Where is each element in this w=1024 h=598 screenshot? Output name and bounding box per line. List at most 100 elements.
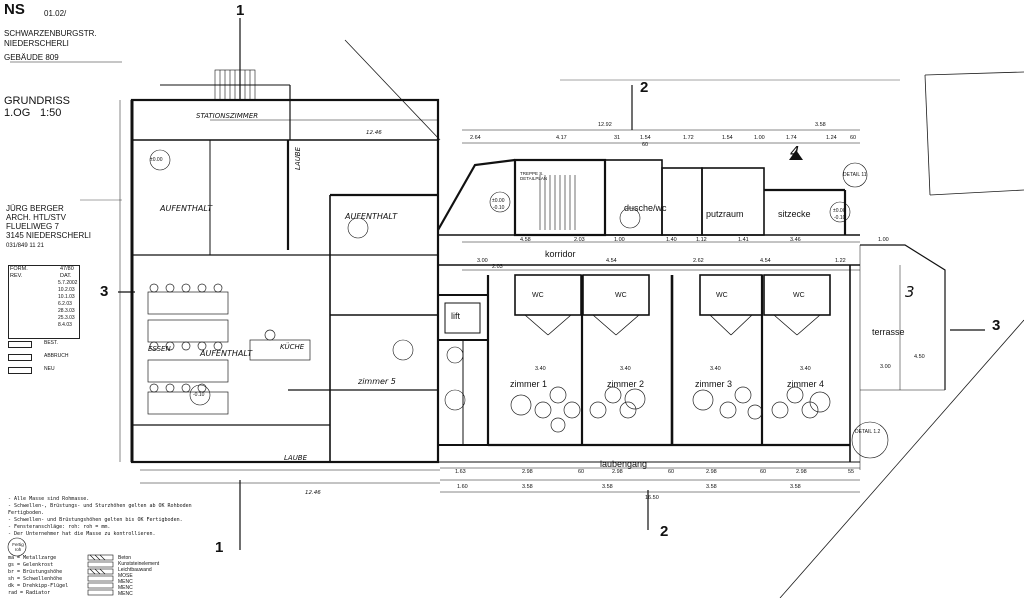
- legend-entry: br = Brüstungshöhe: [8, 569, 63, 575]
- rev-date: 5.7.2002: [58, 280, 78, 286]
- dimension: 4.54: [760, 258, 771, 264]
- legend-material: MENC: [118, 585, 133, 591]
- site-line: [779, 319, 1024, 598]
- project-code-number: 01.02/: [44, 9, 67, 18]
- legend-entry: dk = Drehkipp-Flügel: [8, 583, 69, 589]
- wc-label: WC: [793, 292, 805, 299]
- room-label-zimmer-4: zimmer 4: [787, 379, 825, 389]
- left-wing-walls: [130, 84, 440, 464]
- dimension: 3.40: [535, 366, 546, 372]
- section-marker-3: 3: [905, 283, 915, 301]
- legend-material: Leichtbauwand: [118, 567, 152, 573]
- note-line: Fertigboden.: [8, 510, 45, 516]
- dimension: 1.12: [696, 237, 707, 243]
- legend-entry: rad = Radiator: [8, 590, 51, 596]
- neighbor-building: [924, 74, 931, 196]
- dining-furniture: [147, 283, 311, 415]
- plan-title: GRUNDRISS: [4, 95, 71, 107]
- rev-date: 10.2.03: [58, 287, 75, 293]
- room-label-essen: ESSEN: [148, 345, 171, 353]
- room-label-zimmer-1: zimmer 1: [510, 379, 548, 389]
- room-label-terrasse: terrasse: [872, 327, 905, 337]
- legend-entry: gs = Gelenkrost: [8, 562, 54, 568]
- dimension: 60: [760, 469, 767, 475]
- room-label-lift: lift: [451, 311, 460, 321]
- section-marker-1: 1: [236, 2, 245, 19]
- neighbor-building: [929, 189, 1024, 196]
- dimension: 1.00: [878, 237, 889, 243]
- dimension: 1.00: [754, 135, 765, 141]
- dimension: 1.22: [835, 258, 846, 264]
- project-code: NS: [4, 1, 25, 18]
- right-stair: [539, 175, 576, 230]
- elevation-label: ±0.00: [150, 157, 163, 163]
- dimension: 3.58: [790, 484, 801, 490]
- dimension: 1.40: [666, 237, 677, 243]
- core-walls: [437, 294, 489, 446]
- abbruch-label: ABBRUCH: [44, 353, 69, 359]
- rev-date: 10.1.03: [58, 294, 75, 300]
- section-marker-3: 3: [100, 283, 109, 300]
- detail-label: DETAIL 1.2: [855, 429, 881, 435]
- room-label-laube: LAUBE: [284, 454, 308, 462]
- room-label-laubengang: laubengang: [600, 459, 648, 469]
- elevation-label: ±0.00: [833, 208, 846, 214]
- stair-detail-label: TREPPE S. DETAILPLAN: [520, 171, 548, 181]
- dimension-total: 12.46: [305, 490, 321, 496]
- dimension: 3.58: [602, 484, 613, 490]
- legend-material: Beton: [118, 555, 132, 561]
- architect-street: FLUELIWEG 7: [6, 222, 59, 231]
- dimension: 2.98: [706, 469, 717, 475]
- rev-label: REV.: [10, 273, 23, 279]
- bestell-label: BEST.: [44, 340, 58, 346]
- north-arrow-icon: [789, 150, 803, 160]
- legend-entry: sh = Schwellenhöhe: [8, 576, 63, 582]
- rev-date: 8.4.03: [58, 322, 72, 328]
- dimension: 60: [668, 469, 675, 475]
- dimension: 1.63: [455, 469, 466, 475]
- plan-floor: 1.OG: [4, 107, 31, 119]
- room-label-zimmer-5: zimmer 5: [358, 377, 396, 386]
- section-marker-3: 3: [992, 317, 1001, 334]
- site-line: [344, 39, 441, 141]
- wc-pods: [514, 274, 831, 336]
- dimension: 4.54: [606, 258, 617, 264]
- room-label-aufenthalt: AUFENTHALT: [160, 204, 213, 213]
- dimension: 1.54: [722, 135, 733, 141]
- note-line: - Alle Masse sind Rohmasse.: [8, 496, 90, 502]
- dimension: 1.74: [786, 135, 797, 141]
- section-marker-4: 4: [790, 143, 800, 161]
- abbruch-box: [8, 354, 32, 361]
- room-label-aufenthalt: AUFENTHALT: [345, 212, 398, 221]
- room-label-zimmer-3: zimmer 3: [695, 379, 733, 389]
- architect-number: 031/849 11 21: [6, 243, 44, 249]
- note-line: - Fensteranschläge: roh: roh = mm.: [8, 524, 111, 530]
- detail-label: DETAIL 11: [843, 172, 867, 178]
- note-line: - Der Unternehmer hat die Masse zu kontr…: [8, 531, 156, 537]
- elevation-label: -0.10: [193, 392, 205, 398]
- dimension: 3.00: [477, 258, 488, 264]
- dat-label: DAT.: [60, 273, 72, 279]
- dimension: 2.62: [693, 258, 704, 264]
- dimension: 1.00: [614, 237, 625, 243]
- neu-label: NEU: [44, 366, 55, 372]
- project-building: GEBÄUDE 809: [4, 53, 59, 62]
- elevation-label: ±0.00: [492, 198, 505, 204]
- section-lines: [118, 18, 985, 550]
- elevation-markers: [149, 149, 889, 459]
- architect-city: 3145 NIEDERSCHERLI: [6, 231, 91, 240]
- dimension: 1.54: [640, 135, 651, 141]
- legend-swatches: [87, 554, 114, 596]
- dimension-total: 16.50: [645, 495, 659, 501]
- room-label-sitzecke: sitzecke: [778, 209, 811, 219]
- dimension: 60: [578, 469, 585, 475]
- section-marker-1: 1: [215, 539, 224, 556]
- right-wing-walls: [437, 158, 860, 463]
- bestell-box: [8, 341, 32, 348]
- dimension: 4.50: [914, 354, 925, 360]
- section-marker-2: 2: [660, 523, 669, 540]
- plan-scale: 1:50: [40, 107, 62, 119]
- architect-title: ARCH. HTL/STV: [6, 213, 67, 222]
- rev-date: 28.3.03: [58, 308, 75, 314]
